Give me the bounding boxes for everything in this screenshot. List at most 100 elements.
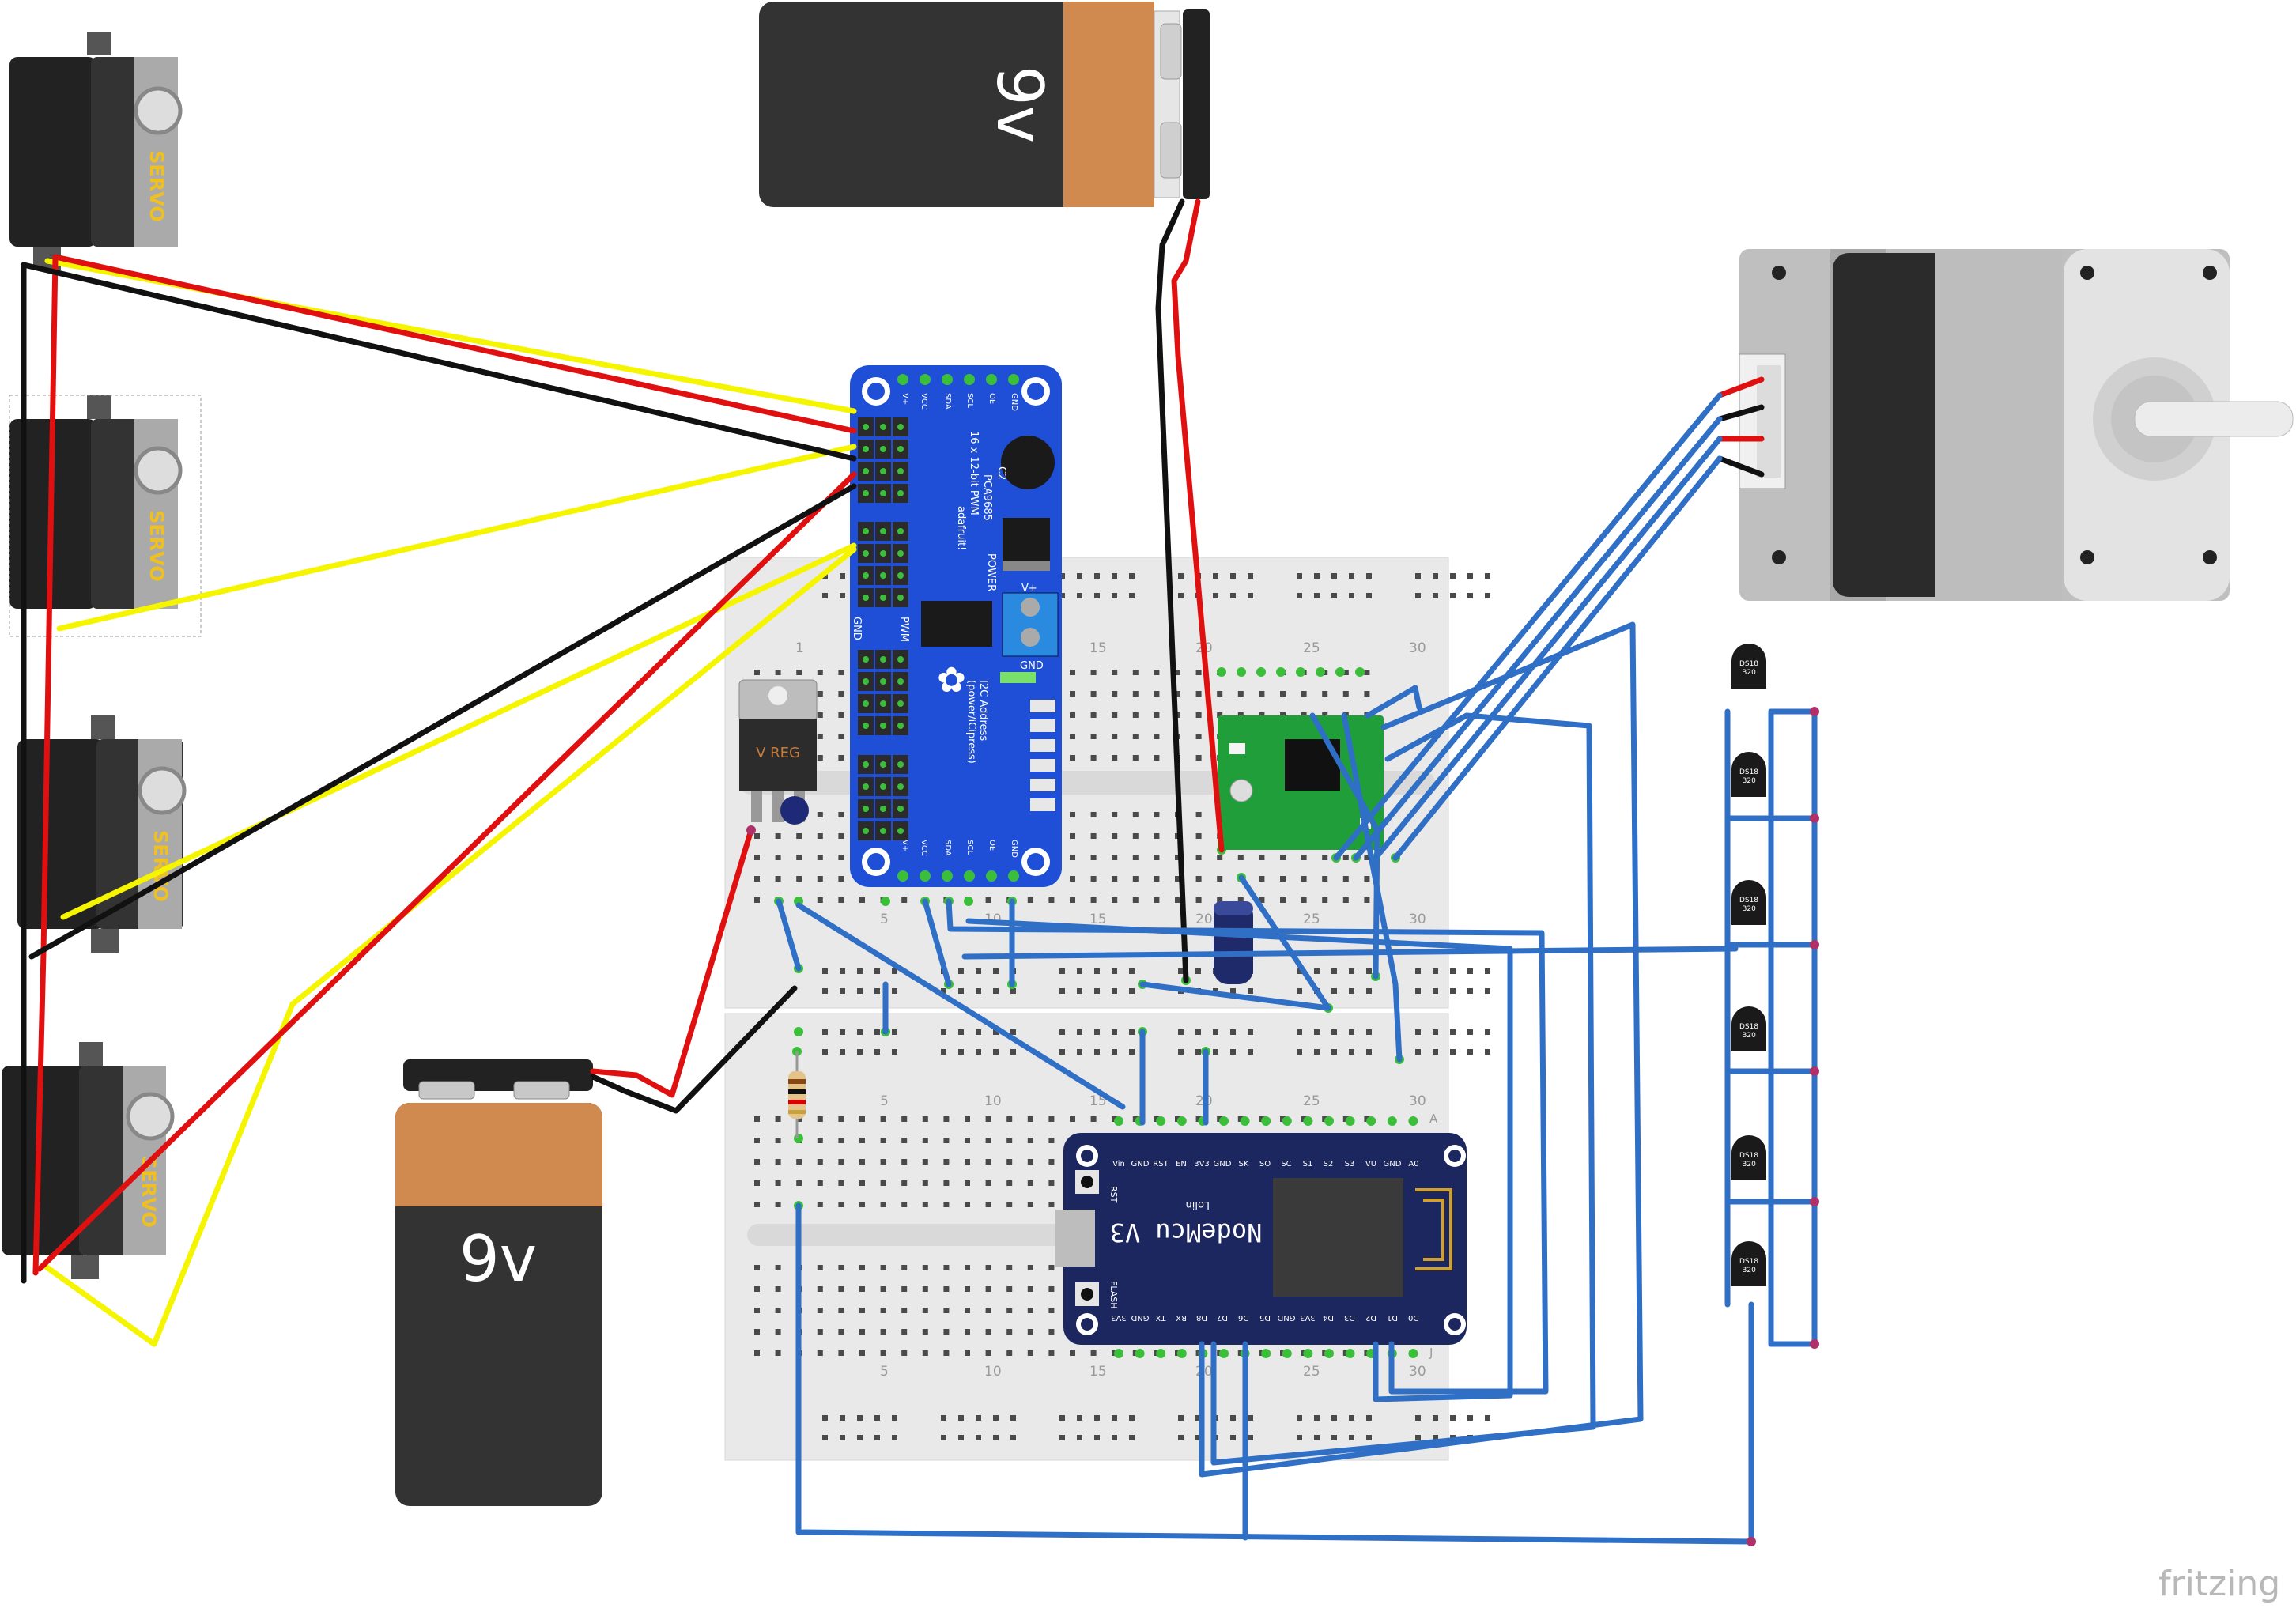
- breadboard-hole: [1059, 1435, 1065, 1440]
- breadboard-hole: [901, 1265, 908, 1270]
- sensor-label: B20: [1742, 669, 1756, 677]
- ds18b20-sensor: DS18 B20: [1731, 1241, 1766, 1286]
- wire-red: [1171, 198, 1225, 853]
- breadboard-hole: [1112, 691, 1118, 697]
- nodemcu-pin-hole: [1282, 1349, 1292, 1358]
- breadboard-hole: [775, 670, 781, 675]
- breadboard-hole: [965, 1308, 970, 1313]
- edge-pin: [942, 374, 953, 385]
- breadboard-used-hole: [794, 1027, 803, 1036]
- breadboard-hole: [1090, 755, 1097, 761]
- breadboard-hole: [1195, 1049, 1201, 1055]
- wire-blue: [961, 946, 1739, 960]
- breadboard-hole: [1027, 897, 1033, 903]
- breadboard-hole: [943, 1329, 950, 1335]
- breadboard-hole: [1450, 1029, 1456, 1035]
- breadboard-hole: [1213, 593, 1218, 598]
- breadboard-hole: [922, 1350, 928, 1356]
- pwm-pin-label: VCC: [920, 393, 928, 410]
- breadboard-hole: [901, 1286, 908, 1292]
- column-label: 1: [795, 640, 804, 656]
- breadboard-hole: [859, 1138, 865, 1143]
- nodemcu-pin-hole: [1240, 1116, 1250, 1126]
- breadboard-hole: [1006, 1350, 1013, 1356]
- breadboard-hole: [1314, 1415, 1320, 1421]
- header-pin-dot: [880, 678, 886, 685]
- column-label: 25: [1303, 640, 1320, 656]
- breadboard-hole: [1129, 1415, 1135, 1421]
- pwm-pin-label: OE: [988, 840, 996, 851]
- breadboard-hole: [1070, 812, 1075, 817]
- nodemcu-pin-hole: [1156, 1116, 1166, 1126]
- breadboard-hole: [1349, 1029, 1354, 1035]
- header-pin-dot: [880, 550, 886, 557]
- nodemcu-pin-label: D7: [1217, 1313, 1228, 1322]
- header-pin-dot: [880, 490, 886, 496]
- breadboard-hole: [1280, 691, 1286, 697]
- breadboard-hole: [840, 1029, 845, 1035]
- header-pin-dot: [880, 761, 886, 768]
- breadboard-hole: [1248, 1415, 1253, 1421]
- breadboard-hole: [943, 1308, 950, 1313]
- wire-blue: [776, 898, 802, 972]
- breadboard-hole: [1217, 897, 1223, 903]
- breadboard-hole: [1027, 1265, 1033, 1270]
- breadboard-hole: [838, 897, 844, 903]
- breadboard-hole: [1433, 593, 1438, 598]
- breadboard-hole: [922, 1329, 928, 1335]
- breadboard-hole: [901, 1308, 908, 1313]
- header-pin-dot: [863, 723, 869, 729]
- breadboard-hole: [1366, 988, 1372, 994]
- pwm-pin-label: SCL: [965, 840, 974, 855]
- breadboard-hole: [1070, 755, 1075, 761]
- breadboard-hole: [1467, 1029, 1473, 1035]
- breadboard-hole: [1450, 573, 1456, 579]
- breadboard-hole: [941, 1415, 946, 1421]
- breadboard-hole: [1195, 812, 1202, 817]
- nodemcu-board: NodeMcu V3 Lolin RST FLASH Vin GND RST E…: [1055, 1133, 1467, 1345]
- breadboard-hole: [943, 1159, 950, 1165]
- breadboard-hole: [796, 855, 802, 860]
- breadboard-hole: [922, 1116, 928, 1122]
- breadboard-hole: [1077, 988, 1082, 994]
- breadboard-hole: [838, 1350, 844, 1356]
- header-pin-dot: [863, 572, 869, 579]
- breadboard-hole: [1342, 876, 1349, 882]
- edge-pin: [964, 870, 975, 882]
- breadboard-hole: [840, 1435, 845, 1440]
- edge-pin: [897, 374, 908, 385]
- breadboard-hole: [796, 1116, 802, 1122]
- breadboard-hole: [1297, 1029, 1302, 1035]
- breadboard-hole: [1178, 1435, 1184, 1440]
- edge-pin: [942, 870, 953, 882]
- header-pin-dot: [897, 783, 904, 790]
- nodemcu-pin-hole: [1135, 1349, 1145, 1358]
- nodemcu-pin-label: 3V3: [1111, 1313, 1127, 1322]
- breadboard-hole: [892, 1435, 897, 1440]
- breadboard-hole: [1314, 1029, 1320, 1035]
- column-label: 30: [1409, 1364, 1426, 1380]
- breadboard-hole: [1010, 1029, 1016, 1035]
- pwm-power-label: POWER: [985, 553, 997, 591]
- nodemcu-pin-hole: [1219, 1349, 1229, 1358]
- breadboard-hole: [1132, 755, 1139, 761]
- breadboard-hole: [1230, 988, 1236, 994]
- breadboard-hole: [1485, 593, 1490, 598]
- nodemcu-pin-label: D8: [1196, 1313, 1207, 1322]
- breadboard-hole: [1248, 1049, 1253, 1055]
- sensor-label: B20: [1742, 1032, 1756, 1040]
- nodemcu-pin-label: GND: [1277, 1313, 1295, 1322]
- edge-pin: [920, 870, 931, 882]
- breadboard-hole: [1129, 988, 1135, 994]
- breadboard-hole: [943, 1138, 950, 1143]
- breadboard-hole: [1415, 1435, 1421, 1440]
- nodemcu-pin-hole: [1176, 1116, 1187, 1126]
- breadboard-hole: [1349, 988, 1354, 994]
- breadboard-hole: [1090, 812, 1097, 817]
- header-pin-dot: [863, 783, 869, 790]
- breadboard-hole: [1259, 712, 1265, 718]
- breadboard-hole: [1048, 1265, 1055, 1270]
- nodemcu-pin-label: TX: [1155, 1313, 1166, 1322]
- fritzing-watermark: fritzing: [2158, 1564, 2280, 1604]
- breadboard-hole: [1006, 1202, 1013, 1207]
